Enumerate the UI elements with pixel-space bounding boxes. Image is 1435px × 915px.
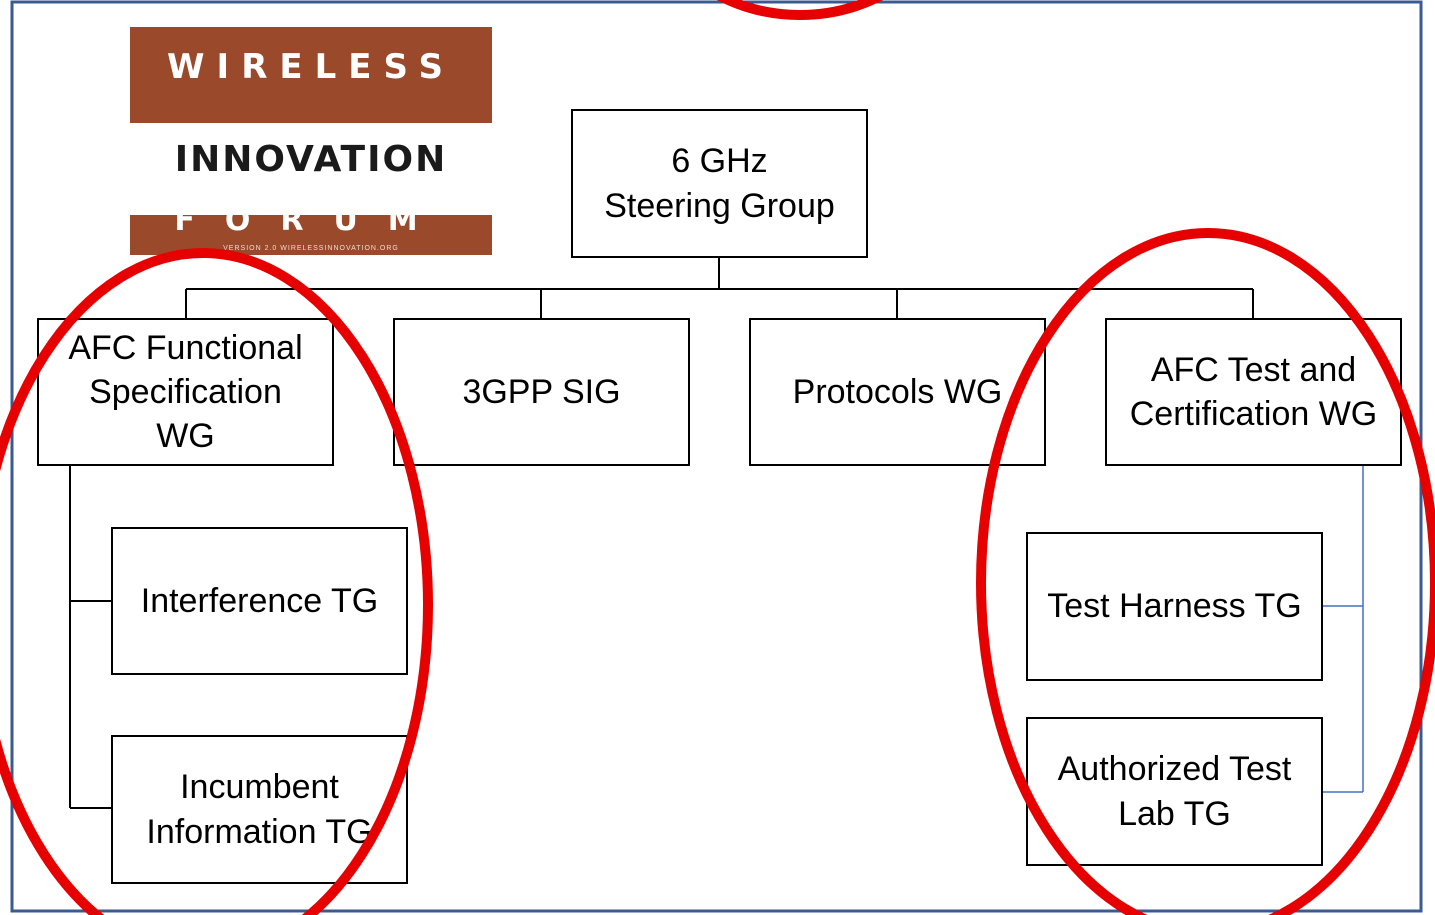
connector-lines [69, 257, 1254, 809]
group-node-afc-test-cert: AFC Test and Certification WG [1105, 318, 1402, 466]
group-node-3gpp-sig: 3GPP SIG [393, 318, 690, 466]
logo-white-band [130, 123, 492, 215]
highlight-ellipse-left [0, 248, 433, 915]
root-node-steering-group: 6 GHz Steering Group [571, 109, 868, 258]
connector-lines-right [1322, 466, 1364, 793]
logo-line-4: VERSION 2.0 WIRELESSINNOVATION.ORG [223, 245, 399, 252]
group-node-afc-functional-spec: AFC Functional Specification WG [37, 318, 334, 466]
logo-line-2: INNOVATION [174, 139, 448, 180]
logo-line-3: FORUM [174, 203, 448, 238]
logo-line-1: WIRELESS [167, 47, 455, 87]
child-node-authorized-test-lab-tg: Authorized Test Lab TG [1026, 717, 1323, 866]
child-node-test-harness-tg: Test Harness TG [1026, 532, 1323, 681]
highlight-ellipse-top [717, 0, 883, 20]
child-node-interference-tg: Interference TG [111, 527, 408, 675]
highlight-ellipse-right [976, 228, 1435, 915]
wireless-innovation-forum-logo: WIRELESS INNOVATION FORUM VERSION 2.0 WI… [130, 27, 492, 255]
